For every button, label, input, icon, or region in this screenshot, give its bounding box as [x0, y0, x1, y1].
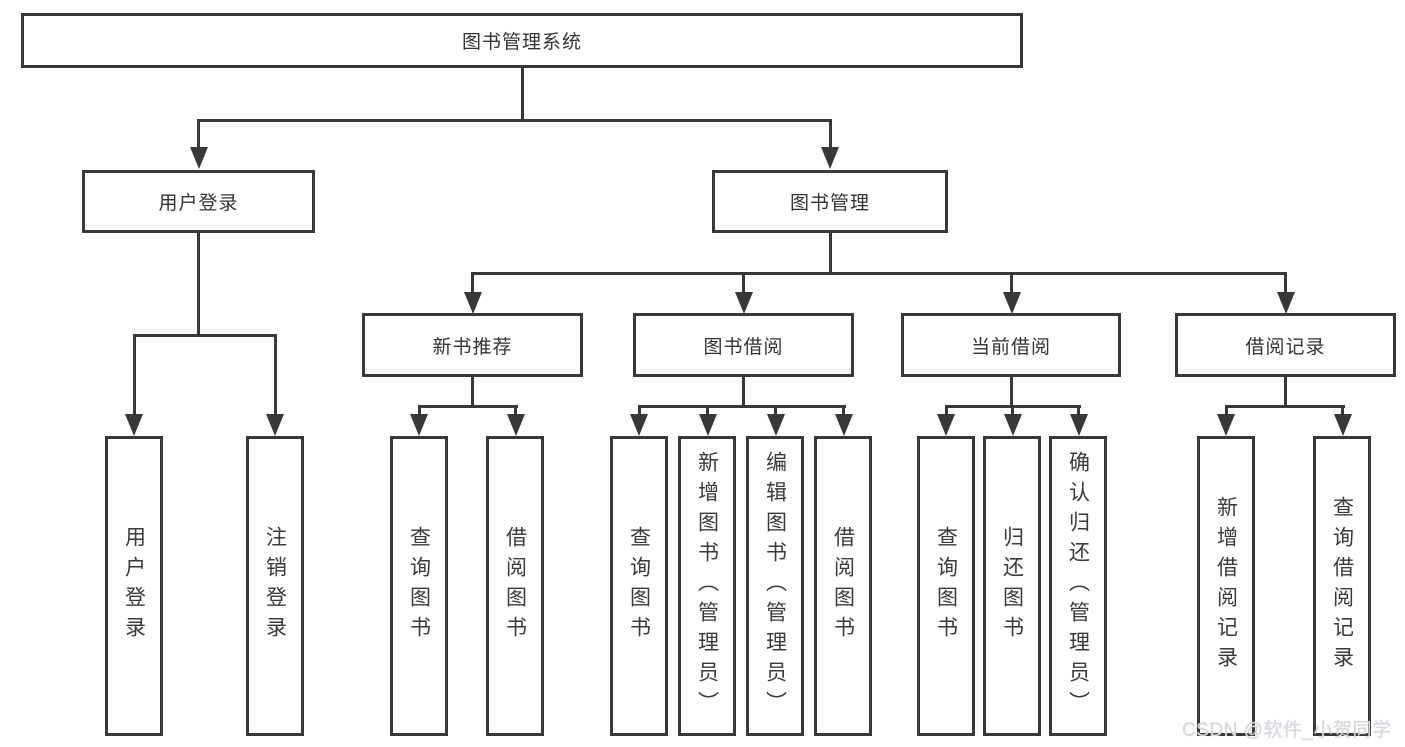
arrow-down-icon	[463, 292, 482, 314]
node-book-management: 图书管理	[712, 170, 948, 233]
node-user-login: 用户登录	[82, 170, 315, 233]
connector-line	[132, 333, 136, 417]
node-borrow-records: 借阅记录	[1175, 313, 1396, 377]
arrow-down-icon	[734, 292, 753, 314]
leaf-label: 查询图书	[934, 526, 958, 646]
connector-line	[1341, 404, 1344, 416]
leaf-label: 查询图书	[627, 526, 651, 646]
node-label: 当前借阅	[970, 336, 1051, 358]
leaf-query-book-recommend: 查询图书	[390, 436, 448, 736]
leaf-add-borrow-record: 新增借阅记录	[1197, 436, 1255, 736]
node-book-borrow: 图书借阅	[633, 313, 854, 377]
node-root: 图书管理系统	[21, 13, 1023, 68]
leaf-label: 新增借阅记录	[1214, 496, 1238, 676]
leaf-borrow-book: 借阅图书	[814, 436, 872, 736]
connector-line	[197, 118, 200, 149]
leaf-query-book-current: 查询图书	[917, 436, 975, 736]
arrow-down-icon	[410, 414, 428, 436]
connector-line	[1010, 376, 1013, 408]
connector-line	[417, 404, 518, 408]
leaf-label: 借阅图书	[831, 526, 855, 646]
arrow-down-icon	[189, 147, 208, 169]
connector-line	[197, 118, 832, 122]
leaf-label: 注销登录	[263, 526, 287, 646]
connector-line	[944, 404, 948, 416]
connector-line	[132, 333, 277, 337]
node-label: 借阅记录	[1245, 336, 1326, 358]
connector-line	[273, 333, 277, 417]
leaf-label: 归还图书	[1000, 526, 1024, 646]
connector-line	[1224, 404, 1345, 408]
connector-line	[471, 376, 474, 408]
leaf-label: 新增图书（管理员）	[695, 451, 719, 721]
connector-line	[828, 230, 832, 274]
connector-line	[706, 404, 709, 416]
arrow-down-icon	[937, 414, 955, 436]
leaf-confirm-return-admin: 确认归还（管理员）	[1049, 436, 1107, 736]
arrow-down-icon	[1002, 292, 1021, 314]
node-label: 图书管理系统	[461, 32, 582, 53]
arrow-down-icon	[1333, 414, 1352, 436]
arrow-down-icon	[506, 414, 525, 436]
connector-line	[842, 404, 845, 416]
arrow-down-icon	[1003, 414, 1022, 436]
arrow-down-icon	[698, 414, 717, 436]
leaf-query-borrow-record: 查询借阅记录	[1313, 436, 1371, 736]
connector-line	[774, 404, 777, 416]
arrow-down-icon	[125, 414, 143, 436]
connector-line	[1011, 404, 1014, 416]
connector-line	[471, 271, 474, 294]
arrow-down-icon	[1217, 414, 1235, 436]
watermark: CSDN @软件_小贺同学	[1182, 720, 1392, 741]
arrow-down-icon	[821, 147, 839, 169]
node-label: 图书借阅	[703, 336, 784, 358]
connector-line	[417, 404, 421, 416]
node-current-borrow: 当前借阅	[901, 313, 1121, 377]
leaf-label: 借阅图书	[503, 526, 527, 646]
node-label: 新书推荐	[432, 336, 513, 358]
connector-line	[1010, 271, 1013, 294]
leaf-label: 查询图书	[407, 526, 431, 646]
connector-line	[1224, 404, 1228, 416]
leaf-return-book: 归还图书	[983, 436, 1041, 736]
arrow-down-icon	[630, 414, 648, 436]
leaf-user-login: 用户登录	[105, 436, 163, 736]
connector-line	[742, 376, 745, 408]
node-label: 用户登录	[158, 193, 239, 214]
leaf-label: 用户登录	[122, 526, 146, 646]
arrow-down-icon	[834, 414, 853, 436]
connector-line	[520, 68, 524, 121]
node-label: 图书管理	[789, 193, 870, 214]
connector-line	[637, 404, 641, 416]
connector-line	[197, 230, 200, 336]
arrow-down-icon	[266, 414, 284, 436]
connector-line	[1077, 404, 1080, 416]
connector-line	[1284, 376, 1287, 408]
connector-line	[514, 404, 517, 416]
connector-line	[742, 271, 745, 294]
leaf-query-book-borrow: 查询图书	[610, 436, 668, 736]
arrow-down-icon	[1276, 292, 1295, 314]
connector-line	[1284, 271, 1287, 294]
leaf-logout-login: 注销登录	[246, 436, 304, 736]
connector-line	[828, 118, 832, 149]
leaf-label: 确认归还（管理员）	[1066, 451, 1090, 721]
leaf-borrow-book-recommend: 借阅图书	[486, 436, 544, 736]
leaf-label: 查询借阅记录	[1330, 496, 1354, 676]
node-new-book-recommend: 新书推荐	[362, 313, 583, 377]
arrow-down-icon	[766, 414, 785, 436]
leaf-edit-book-admin: 编辑图书（管理员）	[746, 436, 804, 736]
arrow-down-icon	[1069, 414, 1088, 436]
leaf-label: 编辑图书（管理员）	[763, 451, 787, 721]
connector-line	[637, 404, 846, 408]
connector-line	[471, 271, 1287, 275]
leaf-add-book-admin: 新增图书（管理员）	[678, 436, 736, 736]
